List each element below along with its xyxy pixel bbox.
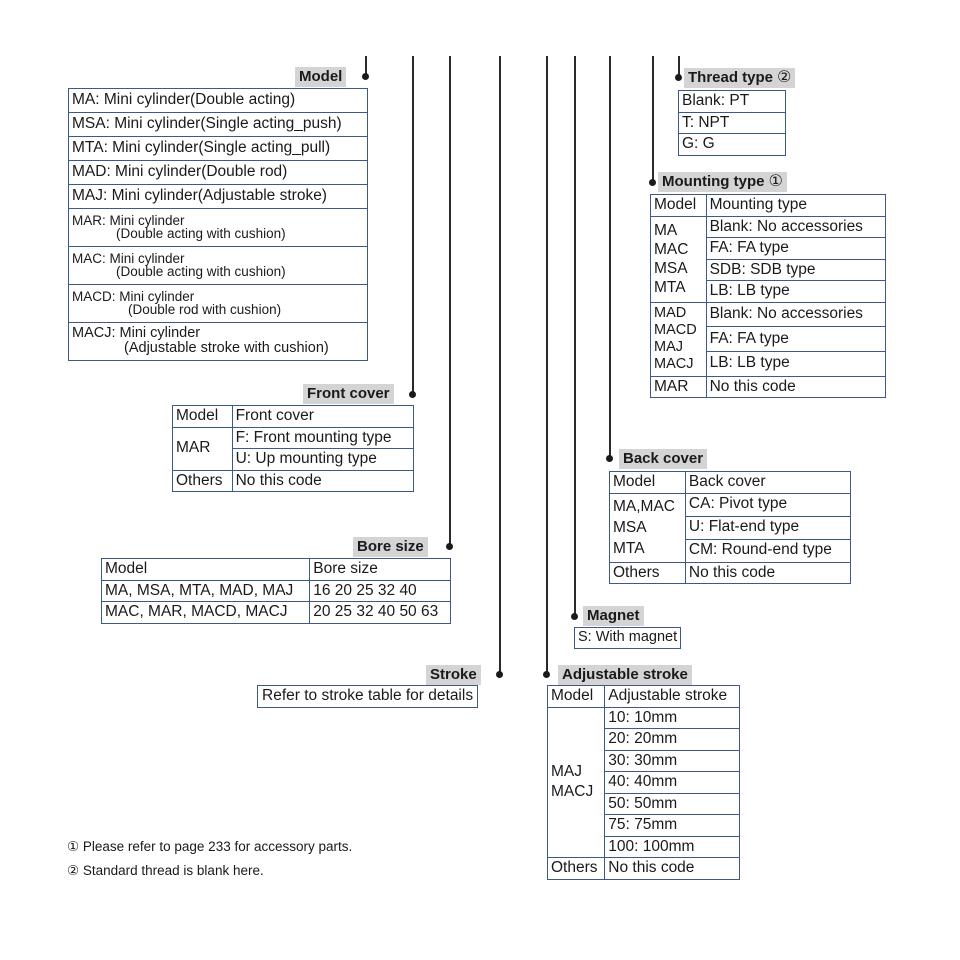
footnote-1: ① Please refer to page 233 for accessory… — [67, 839, 353, 854]
stroke-dot — [496, 671, 503, 678]
table-row: MAR: Mini cylinder (Double acting with c… — [68, 208, 368, 247]
footnote-2: ② Standard thread is blank here. — [67, 863, 264, 878]
table-row: MSA: Mini cylinder(Single acting_push) — [68, 112, 368, 137]
leader-line-mounting-type — [652, 56, 654, 180]
table-row: 50: 50mm — [548, 792, 740, 815]
model-table: MA: Mini cylinder(Double acting) MSA: Mi… — [68, 88, 368, 361]
table-row: S: With magnet — [573, 627, 682, 649]
magnet-dot — [571, 613, 578, 620]
table-row: U: Up mounting type — [173, 448, 415, 471]
mounting-type-dot — [649, 179, 656, 186]
stroke-header: Stroke — [426, 665, 481, 685]
table-row: MA,MAC MSA MTA CA: Pivot type — [609, 492, 852, 563]
model-header: Model — [295, 67, 347, 87]
thread-type-dot — [675, 74, 682, 81]
table-row: MAC: Mini cylinder (Double acting with c… — [68, 246, 368, 285]
thread-type-table: Blank: PT T: NPT G: G — [678, 90, 786, 156]
table-row: MAD MACD MAJ MACJ Blank: No accessories — [650, 301, 887, 377]
table-row: FA: FA type — [651, 237, 887, 260]
bore-size-header: Bore size — [353, 537, 428, 557]
model-row-text: MAC: Mini cylinder — [72, 251, 185, 266]
model-row-text: MAD: Mini cylinder(Double rod) — [68, 160, 368, 185]
table-row: U: Flat-end type — [610, 515, 852, 540]
note-marker-1: ① — [768, 173, 783, 190]
table-row: G: G — [678, 133, 786, 156]
table-row: Refer to stroke table for details — [256, 685, 479, 708]
bore-size-dot — [446, 543, 453, 550]
model-row-text: MACD: Mini cylinder — [72, 289, 195, 304]
back-cover-header: Back cover — [619, 449, 708, 469]
leader-line-magnet — [574, 56, 576, 614]
leader-line-back-cover — [609, 56, 611, 456]
table-row: MA: Mini cylinder(Double acting) — [68, 88, 368, 113]
table-row: MAJ: Mini cylinder(Adjustable stroke) — [68, 184, 368, 209]
table-row: SDB: SDB type — [651, 258, 887, 281]
table-row: MACJ: Mini cylinder (Adjustable stroke w… — [68, 322, 368, 361]
stroke-table: Refer to stroke table for details — [256, 685, 479, 708]
table-row: MAD: Mini cylinder(Double rod) — [68, 160, 368, 185]
leader-line-bore-size — [449, 56, 451, 544]
table-row: 40: 40mm — [548, 771, 740, 794]
front-cover-header: Front cover — [303, 384, 394, 404]
back-cover-dot — [606, 455, 613, 462]
model-row-subtext: (Double acting with cushion) — [116, 226, 286, 241]
table-row: LB: LB type — [651, 350, 887, 377]
magnet-table: S: With magnet — [573, 627, 682, 649]
table-row: MTA: Mini cylinder(Single acting_pull) — [68, 136, 368, 161]
model-row-text: MTA: Mini cylinder(Single acting_pull) — [68, 136, 368, 161]
leader-line-front-cover — [412, 56, 414, 392]
model-row-text: MAR: Mini cylinder — [72, 213, 185, 228]
table-row: T: NPT — [678, 111, 786, 134]
adjustable-stroke-header: Adjustable stroke — [558, 665, 692, 685]
table-row: MACD: Mini cylinder (Double rod with cus… — [68, 284, 368, 323]
table-row: MA MAC MSA MTA Blank: No accessories — [650, 215, 887, 303]
table-row: Blank: PT — [678, 90, 786, 113]
leader-line-model — [365, 56, 367, 74]
table-row: 20: 20mm — [548, 728, 740, 751]
model-row-text: MAJ: Mini cylinder(Adjustable stroke) — [68, 184, 368, 209]
model-row-subtext: (Double acting with cushion) — [116, 264, 286, 279]
adjustable-stroke-dot — [543, 671, 550, 678]
model-row-subtext: (Adjustable stroke with cushion) — [124, 340, 329, 356]
model-dot — [362, 73, 369, 80]
model-row-text: MA: Mini cylinder(Double acting) — [68, 88, 368, 113]
table-row: 75: 75mm — [548, 814, 740, 837]
model-row-text: MSA: Mini cylinder(Single acting_push) — [68, 112, 368, 137]
table-row: LB: LB type — [651, 280, 887, 303]
table-row: MAJ MACJ 10: 10mm — [546, 706, 740, 858]
front-cover-dot — [409, 391, 416, 398]
table-row: CM: Round-end type — [610, 538, 852, 563]
magnet-header: Magnet — [583, 606, 644, 626]
model-row-subtext: (Double rod with cushion) — [128, 302, 282, 317]
leader-line-stroke — [499, 56, 501, 673]
leader-line-thread-type — [678, 56, 680, 75]
leader-line-adjustable-stroke — [546, 56, 548, 673]
note-marker-2: ② — [777, 69, 792, 86]
model-row-text: MACJ: Mini cylinder — [72, 325, 201, 341]
table-row: 30: 30mm — [548, 749, 740, 772]
table-row: 100: 100mm — [548, 835, 740, 858]
